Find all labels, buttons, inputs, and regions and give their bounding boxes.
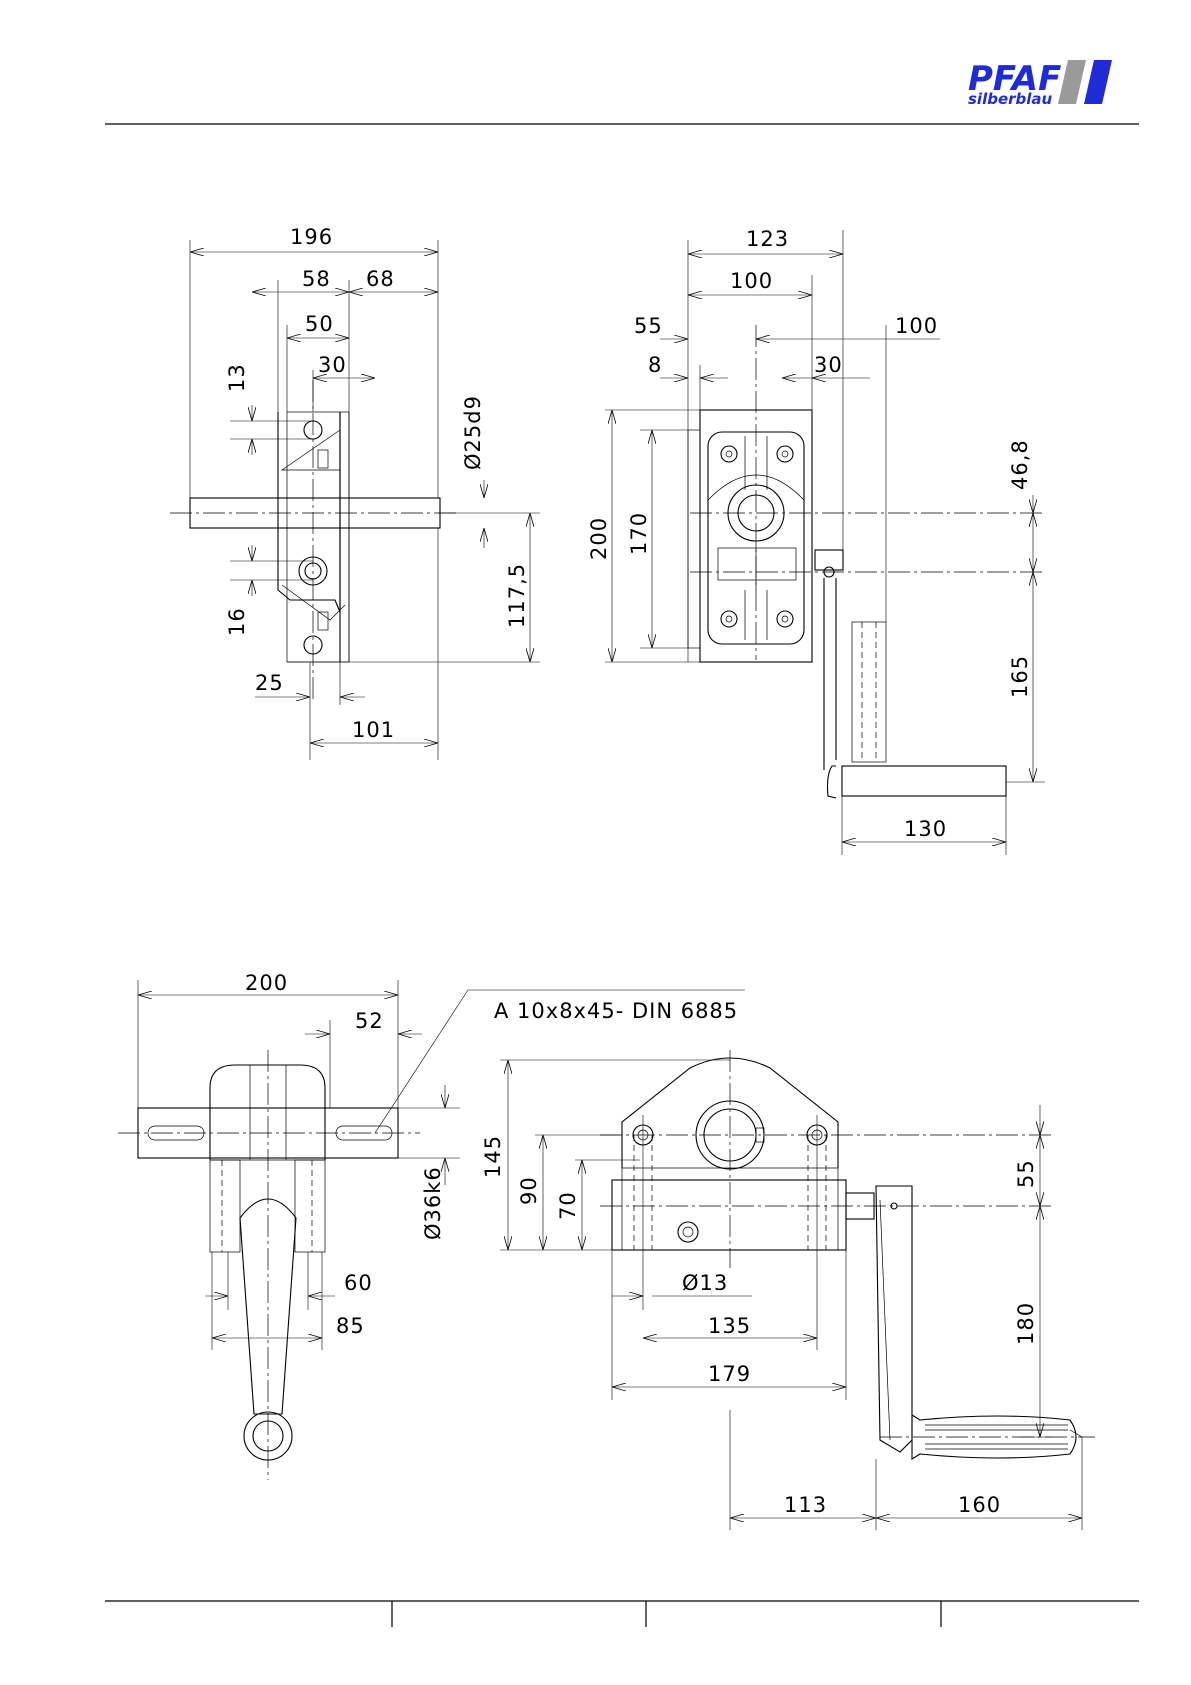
bottom-right-view: 145 90 70 55 Ø13 135 179 180 113 160 [481,1050,1095,1530]
dim-30-right: 30 [814,353,843,377]
dim-55-bottom: 55 [1014,1159,1038,1188]
dim-101: 101 [352,718,395,742]
dim-130: 130 [904,817,947,841]
logo-sub-text: silberblau [968,90,1053,108]
dim-113: 113 [784,1493,827,1517]
dim-dia-36k6: Ø36k6 [421,1166,445,1240]
dim-58: 58 [302,267,331,291]
dim-100-top: 100 [730,269,773,293]
dim-25: 25 [255,671,284,695]
dim-90: 90 [517,1176,541,1205]
dim-dia-13: Ø13 [682,1271,728,1295]
dim-196: 196 [290,225,333,249]
dim-165: 165 [1008,655,1032,698]
dim-160: 160 [958,1493,1001,1517]
dim-85: 85 [336,1314,365,1338]
dim-50: 50 [305,312,334,336]
top-right-view: 123 100 55 100 8 30 46,8 200 170 165 130 [587,227,1045,855]
key-note-din-6885: A 10x8x45- DIN 6885 [494,999,738,1023]
dim-16: 16 [225,607,249,636]
dim-200-height: 200 [587,517,611,560]
dim-170: 170 [627,512,651,555]
dim-135: 135 [708,1314,751,1338]
dim-46-8: 46,8 [1008,439,1032,490]
dim-8: 8 [648,353,662,377]
dim-52: 52 [355,1009,384,1033]
dim-13: 13 [225,363,249,392]
dim-145: 145 [481,1135,505,1178]
dim-68: 68 [366,267,395,291]
dim-200-width: 200 [245,971,288,995]
pfaff-logo: PFAFF silberblau [958,59,1112,108]
dim-55: 55 [634,314,663,338]
dim-60: 60 [344,1271,373,1295]
footer-title-block [105,1601,1139,1627]
top-left-view: 196 58 68 50 30 13 Ø25d9 117,5 16 25 101 [170,225,540,760]
dim-180: 180 [1014,1302,1038,1345]
dim-123: 123 [746,227,789,251]
bottom-left-view: 200 52 Ø36k6 60 85 A 10x8x45- DIN 6885 [118,971,745,1480]
dim-30: 30 [318,353,347,377]
dim-dia-25d9: Ø25d9 [461,395,485,470]
dim-100-right: 100 [895,314,938,338]
dim-117-5: 117,5 [505,563,529,628]
dim-70: 70 [556,1191,580,1220]
dim-179: 179 [708,1362,751,1386]
